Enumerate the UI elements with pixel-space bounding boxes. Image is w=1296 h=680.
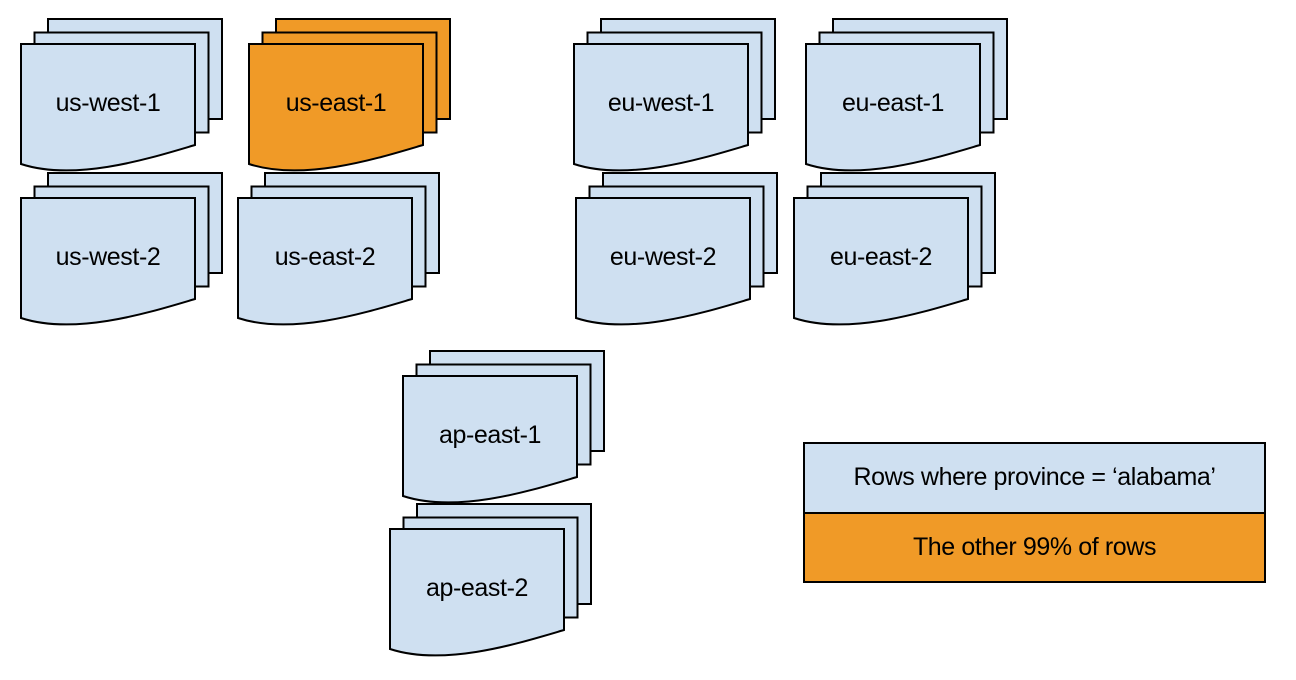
document-stack-icon <box>248 18 451 172</box>
region-stack: eu-east-2 <box>793 172 997 328</box>
stack-sheet-front-document <box>389 528 565 657</box>
region-stack: us-east-2 <box>237 172 441 328</box>
document-stack-icon <box>237 172 440 326</box>
legend: Rows where province = ‘alabama’ The othe… <box>803 442 1266 583</box>
region-stack: ap-east-1 <box>402 350 606 506</box>
stack-sheet-front-document <box>248 43 424 172</box>
region-stack-label: ap-east-1 <box>438 420 541 449</box>
stack-sheet-front-document <box>20 197 196 326</box>
region-stack: us-east-1 <box>248 18 452 174</box>
region-stack: eu-east-1 <box>805 18 1009 174</box>
region-stack: us-west-2 <box>20 172 224 328</box>
region-stack-label: eu-east-1 <box>841 88 944 117</box>
region-stack-label: eu-east-2 <box>829 242 932 271</box>
stack-sheet-front-document <box>793 197 969 326</box>
stack-sheet-front-document <box>805 43 981 172</box>
document-stack-icon <box>389 503 592 657</box>
region-stack-label: us-west-2 <box>55 242 161 271</box>
region-stack-label: us-east-1 <box>285 88 387 117</box>
region-stack-label: us-east-2 <box>274 242 376 271</box>
region-stack: eu-west-1 <box>573 18 777 174</box>
legend-label-alabama: Rows where province = ‘alabama’ <box>853 463 1216 492</box>
document-stack-icon <box>573 18 776 172</box>
region-stack-label: eu-west-1 <box>607 88 715 117</box>
document-stack-icon <box>20 172 223 326</box>
region-stack: ap-east-2 <box>389 503 593 659</box>
document-stack-icon <box>402 350 605 504</box>
legend-label-other-rows: The other 99% of rows <box>912 532 1157 561</box>
document-stack-icon <box>793 172 996 326</box>
stack-sheet-front-document <box>575 197 751 326</box>
legend-row-alabama: Rows where province = ‘alabama’ <box>805 444 1264 512</box>
stack-sheet-front-document <box>402 375 578 504</box>
document-stack-icon <box>575 172 778 326</box>
region-stack-label: us-west-1 <box>55 88 161 117</box>
region-stack-label: ap-east-2 <box>425 573 528 602</box>
document-stack-icon <box>20 18 223 172</box>
document-stack-icon <box>805 18 1008 172</box>
stack-sheet-front-document <box>573 43 749 172</box>
region-stack: eu-west-2 <box>575 172 779 328</box>
legend-row-other-rows: The other 99% of rows <box>805 511 1264 581</box>
region-stack-label: eu-west-2 <box>609 242 717 271</box>
region-stack: us-west-1 <box>20 18 224 174</box>
stack-sheet-front-document <box>237 197 413 326</box>
stack-sheet-front-document <box>20 43 196 172</box>
